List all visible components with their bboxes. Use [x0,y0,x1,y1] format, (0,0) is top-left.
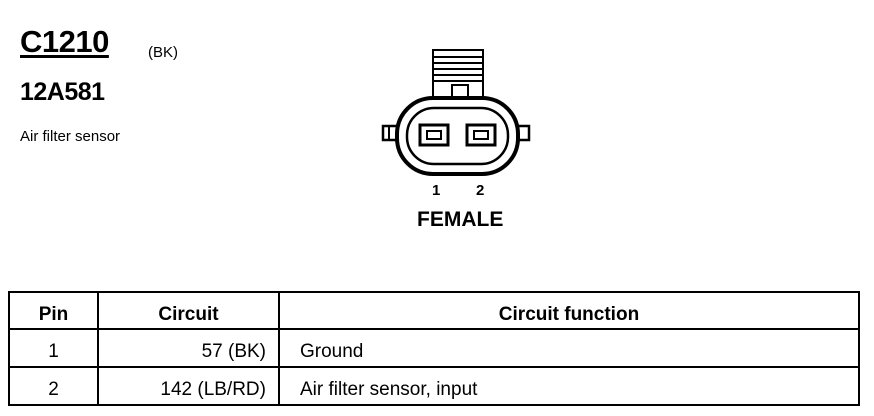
header-pin: Pin [8,291,99,330]
connector-gender: FEMALE [417,208,504,231]
pin-label-2: 2 [476,182,485,199]
header-circuit: Circuit [97,291,280,330]
connector-body [381,96,531,176]
locking-tab [432,49,484,106]
row-circuit: 142 (LB/RD) [97,366,280,406]
row-circuit-function: Ground [278,328,860,368]
row-pin: 1 [8,328,99,368]
pin-label-1: 1 [432,182,441,199]
connector-diagram [381,49,531,176]
table-row: 1 57 (BK) Ground [8,328,860,368]
row-circuit-function: Air filter sensor, input [278,366,860,406]
header-circuit-function: Circuit function [278,291,860,330]
pin-cavities [418,123,497,147]
connector-wire-color: (BK) [148,44,178,61]
pin-table: Pin Circuit Circuit function 1 57 (BK) G… [8,291,860,406]
row-circuit: 57 (BK) [97,328,280,368]
table-row: 2 142 (LB/RD) Air filter sensor, input [8,366,860,406]
connector-description: Air filter sensor [20,128,121,145]
part-number: 12A581 [20,78,105,106]
connector-id: C1210 [20,24,109,59]
row-pin: 2 [8,366,99,406]
pin-table-header-row: Pin Circuit Circuit function [8,291,860,330]
